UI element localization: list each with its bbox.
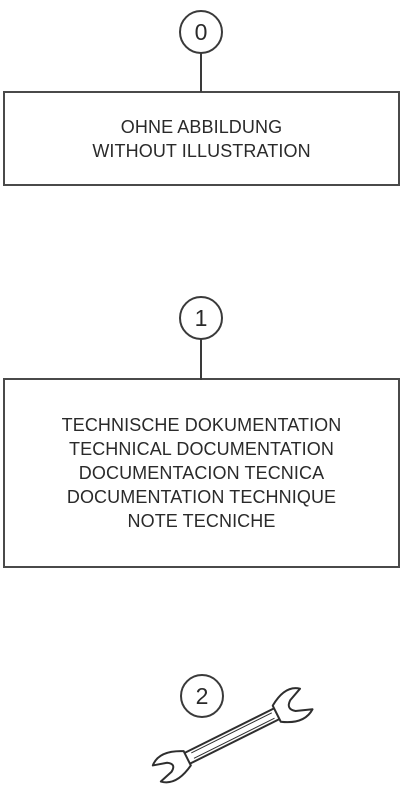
callout-number-1: 1 [179, 296, 223, 340]
callout-number-label: 1 [194, 304, 208, 331]
label-line-it: NOTE TECNICHE [127, 511, 276, 531]
leader-line-0 [200, 53, 202, 92]
callout-number-label: 2 [195, 682, 209, 709]
label-line-de: TECHNISCHE DOKUMENTATION [61, 415, 342, 435]
callout-number-2: 2 [180, 674, 224, 718]
label-line-de: OHNE ABBILDUNG [120, 116, 283, 137]
label-box-1: TECHNISCHE DOKUMENTATION TECHNICAL DOCUM… [3, 378, 400, 568]
wrench-icon [151, 687, 314, 784]
callout-number-label: 0 [194, 18, 208, 45]
label-line-es: DOCUMENTACION TECNICA [78, 463, 325, 483]
label-box-0: OHNE ABBILDUNG WITHOUT ILLUSTRATION [3, 91, 400, 186]
leader-line-1 [200, 339, 202, 380]
label-line-fr: DOCUMENTATION TECHNIQUE [66, 487, 337, 507]
label-line-en: WITHOUT ILLUSTRATION [92, 140, 311, 161]
callout-number-0: 0 [179, 10, 223, 54]
label-line-en: TECHNICAL DOCUMENTATION [69, 439, 334, 459]
